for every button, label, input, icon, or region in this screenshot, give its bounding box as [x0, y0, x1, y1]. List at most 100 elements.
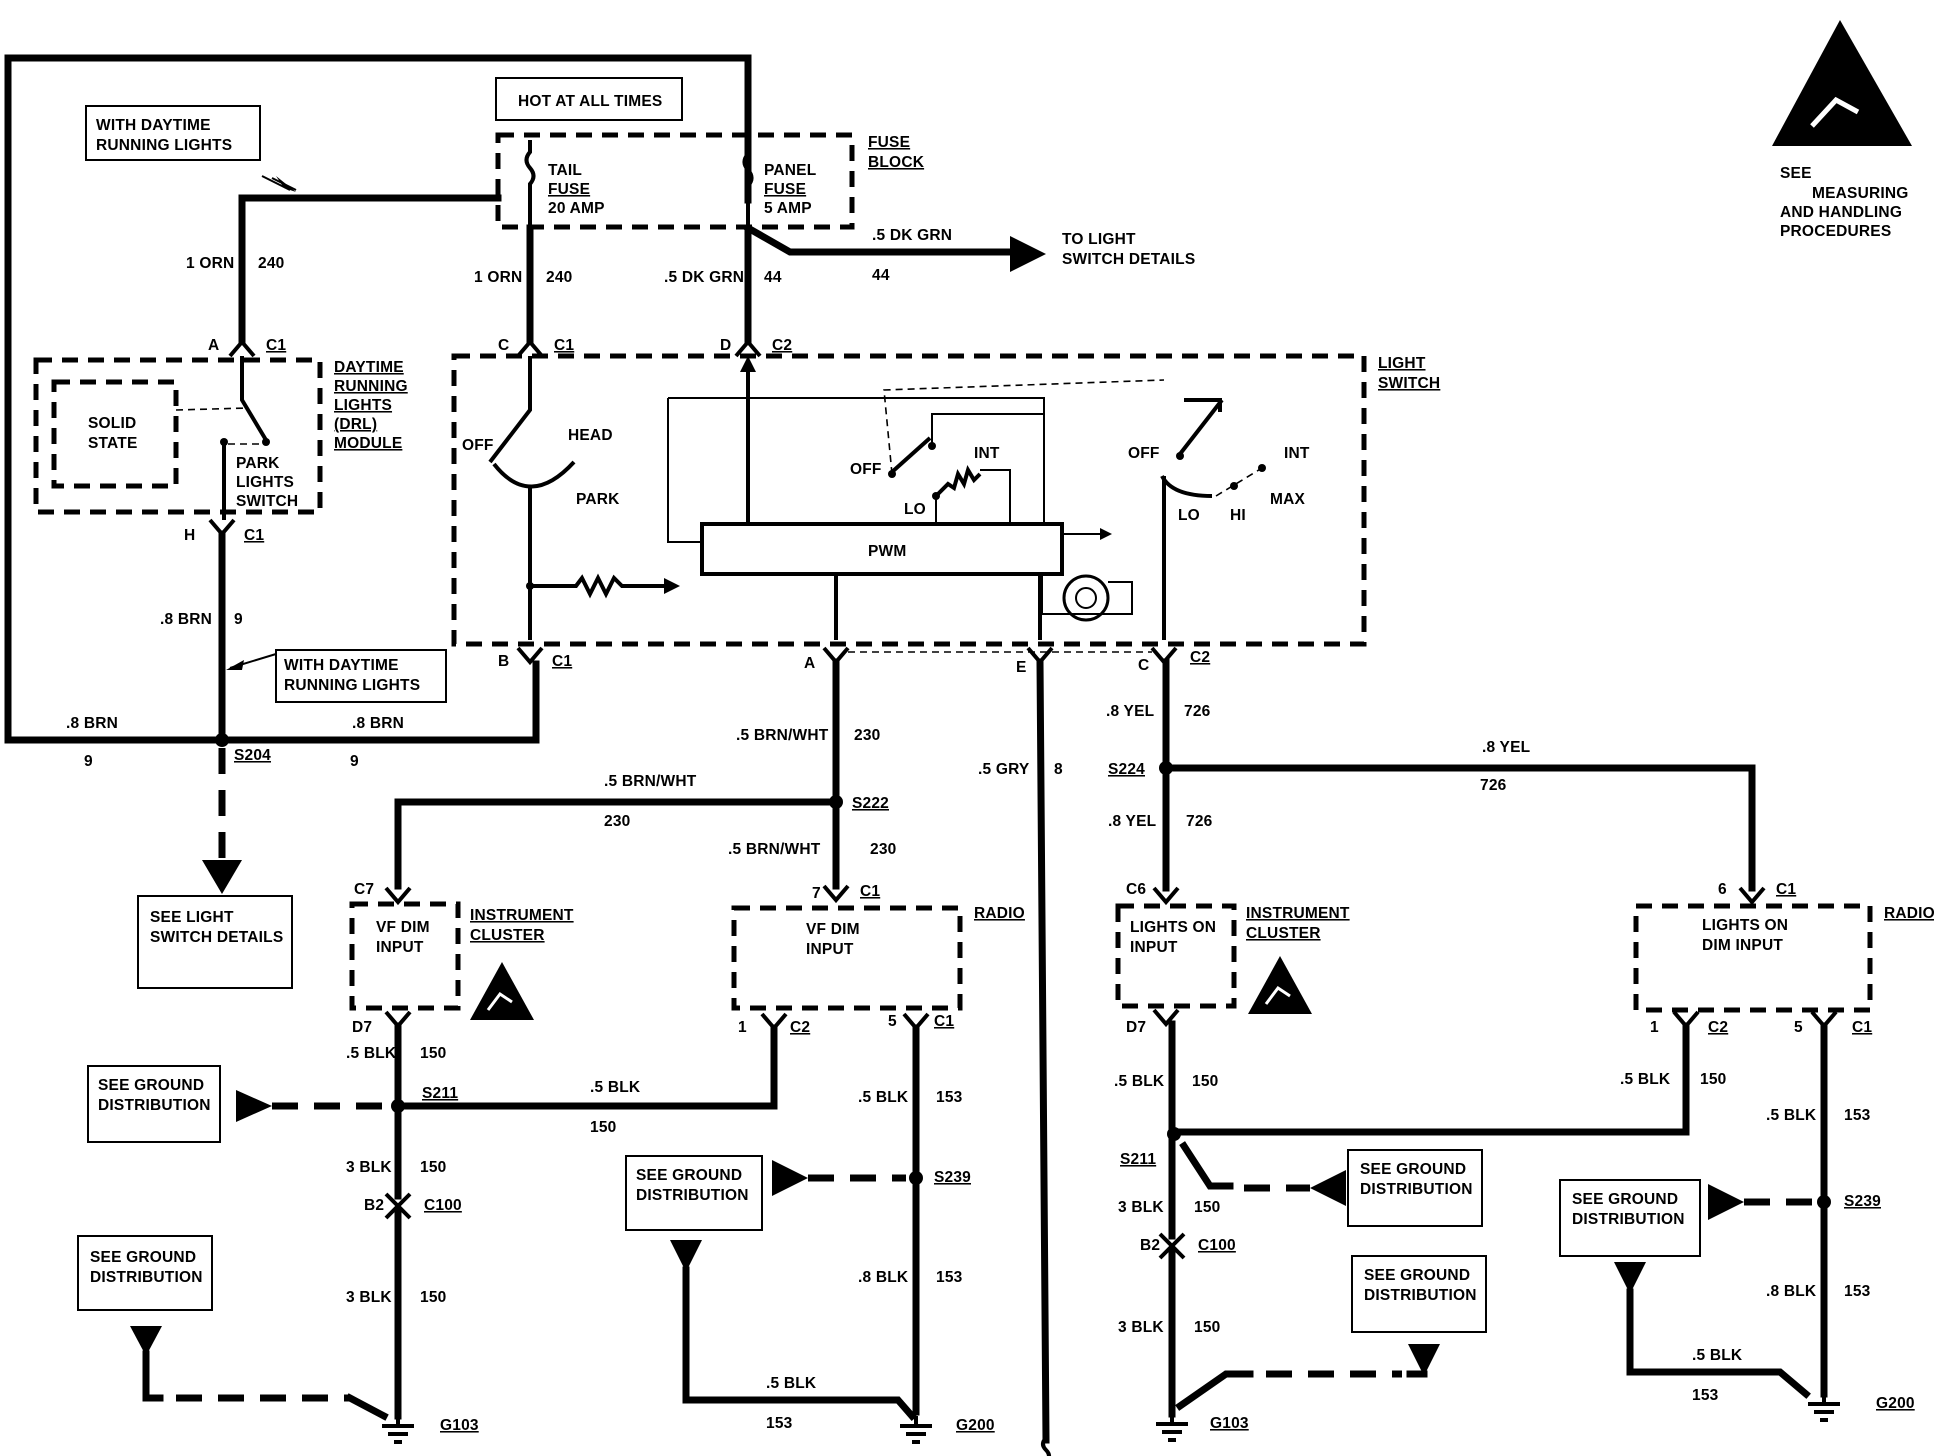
see-ground-r2-1: SEE GROUND — [1364, 1267, 1470, 1284]
see-light-switch-1: SEE LIGHT — [150, 909, 234, 926]
wire-label-yel-2: .8 YEL — [1482, 739, 1530, 756]
hot-at-all-times-label: HOT AT ALL TIMES — [518, 93, 662, 110]
wire-label-8: 8 — [1054, 761, 1063, 778]
radio-lights-on-dim-2: DIM INPUT — [1702, 937, 1783, 954]
see-ground-box-l2 — [77, 1235, 213, 1311]
to-light-switch-1: TO LIGHT — [1062, 231, 1136, 248]
lamp-icon — [1062, 574, 1110, 622]
radio-vf-dim-outline — [731, 905, 963, 1011]
connector-d7-right: D7 — [1126, 1008, 1180, 1036]
ground-g200-right: G200 — [1808, 1394, 1915, 1422]
wire-label-9-l: 9 — [84, 753, 93, 770]
dimmer-lo-label: LO — [904, 501, 926, 518]
wire-label-153-1: 153 — [936, 1089, 963, 1106]
cluster-label-l-2: CLUSTER — [470, 927, 545, 944]
wire-label-153-r2: 153 — [1844, 1283, 1871, 1300]
esd-label-4: PROCEDURES — [1780, 223, 1891, 240]
svg-text:C2: C2 — [790, 1019, 810, 1036]
wire-brnwht-230-cluster — [394, 798, 840, 890]
wire-label-726-2: 726 — [1480, 777, 1507, 794]
wire-label-yel-3: .8 YEL — [1108, 813, 1156, 830]
connector-c6: C6 — [1126, 881, 1180, 906]
park-lights-switch-arm — [240, 356, 268, 442]
dial-lo-label: LO — [1178, 507, 1200, 524]
svg-text:C100: C100 — [424, 1197, 462, 1214]
fuse-block-label-1: FUSE — [868, 134, 910, 151]
cluster-label-r-2: CLUSTER — [1246, 925, 1321, 942]
svg-text:C2: C2 — [772, 337, 792, 354]
tail-fuse-label-1: TAIL — [548, 162, 582, 179]
see-ground-box-l1 — [87, 1065, 221, 1143]
solid-state-2: STATE — [88, 435, 138, 452]
see-ground-l3-1: SEE GROUND — [636, 1167, 742, 1184]
wire-label-brnwht-3: .5 BRN/WHT — [728, 841, 821, 858]
wire-label-dkgrn: .5 DK GRN — [664, 269, 744, 286]
svg-text:C1: C1 — [860, 883, 880, 900]
svg-text:G200: G200 — [956, 1417, 995, 1434]
connector-1-c2-left: 1 C2 — [738, 1012, 810, 1036]
svg-text:1: 1 — [738, 1019, 747, 1036]
connector-c-c1: C C1 — [498, 337, 574, 358]
wire-label-150-r4: 150 — [1194, 1319, 1220, 1336]
wire-label-blk8-153: .8 BLK — [858, 1269, 909, 1286]
wire-label-153-r1: 153 — [1844, 1107, 1871, 1124]
svg-text:C100: C100 — [1198, 1237, 1236, 1254]
radio-label-r: RADIO — [1884, 905, 1934, 922]
fuse-block-label-2: BLOCK — [868, 154, 925, 171]
pwm-block — [700, 522, 1064, 576]
solid-state-outline — [51, 379, 179, 489]
svg-text:G103: G103 — [440, 1417, 479, 1434]
svg-text:C1: C1 — [244, 527, 264, 544]
cluster-lights-on-2: INPUT — [1130, 939, 1178, 956]
panel-fuse-label-1: PANEL — [764, 162, 816, 179]
wire-label-brn-r: .8 BRN — [352, 715, 404, 732]
wire-label-blk3-r: 3 BLK — [1118, 1199, 1164, 1216]
wire-blk-150-radio — [394, 1024, 778, 1110]
ground-g200-left: G200 — [900, 1416, 995, 1444]
hot-at-all-times-box — [495, 77, 683, 121]
svg-text:5: 5 — [888, 1013, 897, 1030]
wire-label-726-3: 726 — [1186, 813, 1213, 830]
switch-park-label: PARK — [576, 491, 620, 508]
park-lights-switch-3: SWITCH — [236, 493, 298, 510]
wire-label-150-l4: 150 — [420, 1289, 446, 1306]
cluster-label-r-1: INSTRUMENT — [1246, 905, 1350, 922]
radio-lights-on-dim-outline — [1633, 903, 1873, 1013]
drl-label-1: DAYTIME — [334, 359, 404, 376]
wire-label-brnwht-2: .5 BRN/WHT — [604, 773, 697, 790]
svg-text:C1: C1 — [1852, 1019, 1872, 1036]
splice-s239-left-label: S239 — [934, 1169, 971, 1186]
connector-a-c2: A — [804, 646, 850, 672]
splice-s239-right — [1817, 1195, 1831, 1209]
wire-label-blk-r153-3: .5 BLK — [1692, 1347, 1743, 1364]
svg-text:A: A — [208, 337, 219, 354]
drl-label-5: MODULE — [334, 435, 402, 452]
splice-s204 — [215, 733, 229, 747]
drl-callout-mid-2: RUNNING LIGHTS — [284, 677, 420, 694]
ground-arrow-l4 — [670, 1240, 702, 1272]
connector-5-c1-right: 5 C1 — [1794, 1010, 1872, 1036]
tail-fuse-label-3: 20 AMP — [548, 200, 605, 217]
drl-label-2: RUNNING — [334, 378, 408, 395]
see-ground-l2-2: DISTRIBUTION — [90, 1269, 203, 1286]
wire-yel-726-radio — [1162, 764, 1756, 892]
drl-callout-top-box — [85, 105, 261, 161]
wire-label-44-r: 44 — [872, 267, 890, 284]
wire-label-yel-1: .8 YEL — [1106, 703, 1154, 720]
wire-label-brnwht-1: .5 BRN/WHT — [736, 727, 829, 744]
svg-text:C2: C2 — [1190, 649, 1210, 666]
radio-vf-dim-2: INPUT — [806, 941, 854, 958]
ground-g103-left: G103 — [382, 1416, 479, 1444]
svg-text:5: 5 — [1794, 1019, 1803, 1036]
wire-orn-240-drl — [238, 194, 502, 344]
dial-max-label: MAX — [1270, 491, 1306, 508]
wire-label-brn-drl: .8 BRN — [160, 611, 212, 628]
switch-head-label: HEAD — [568, 427, 613, 444]
drl-module-outline — [33, 357, 323, 515]
svg-text:D7: D7 — [1126, 1019, 1146, 1036]
wire-label-150-r2: 150 — [1700, 1071, 1726, 1088]
panel-fuse-symbol — [742, 140, 754, 228]
to-light-switch-2: SWITCH DETAILS — [1062, 251, 1195, 268]
connector-a-c1: A C1 — [208, 337, 286, 358]
cluster-lights-on-1: LIGHTS ON — [1130, 919, 1216, 936]
